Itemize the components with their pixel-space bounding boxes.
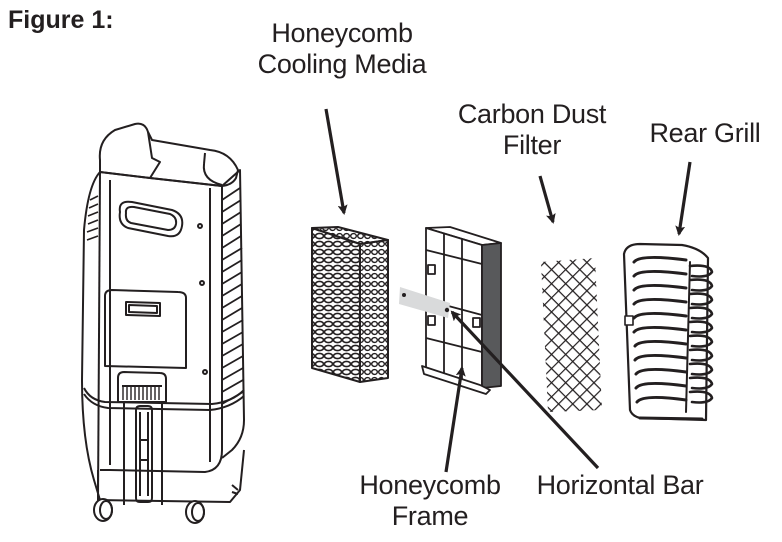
arrow-to-rear-grill	[675, 161, 692, 236]
label-frame-line1: Honeycomb	[359, 470, 501, 500]
arrow-to-cooling-media	[324, 108, 348, 215]
arrow-to-carbon-filter	[538, 175, 556, 224]
arrow-to-honeycomb-frame	[444, 366, 466, 473]
label-carbon-filter: Carbon Dust Filter	[432, 99, 632, 161]
honeycomb-frame-icon	[421, 226, 502, 395]
label-horizontal-bar: Horizontal Bar	[536, 470, 704, 500]
honeycomb-cooling-media-icon	[311, 226, 389, 383]
label-cooling-media: Honeycomb Cooling Media	[232, 18, 452, 80]
horizontal-bar-icon	[399, 287, 450, 318]
label-honeycomb-frame: Honeycomb Frame	[340, 470, 520, 532]
label-rear-grill: Rear Grill	[649, 118, 761, 148]
cooler-unit-icon	[81, 122, 245, 524]
label-cooling-media-line2: Cooling Media	[257, 49, 427, 79]
figure-title: Figure 1:	[8, 6, 114, 34]
arrow-to-horizontal-bar	[450, 310, 600, 470]
label-cooling-media-line1: Honeycomb	[271, 18, 413, 48]
carbon-dust-filter-icon	[541, 258, 602, 412]
label-frame-line2: Frame	[391, 501, 469, 531]
leader-arrows	[324, 108, 692, 473]
label-carbon-filter-line2: Filter	[502, 130, 562, 160]
rear-grill-icon	[622, 242, 714, 422]
label-carbon-filter-line1: Carbon Dust	[457, 99, 607, 129]
